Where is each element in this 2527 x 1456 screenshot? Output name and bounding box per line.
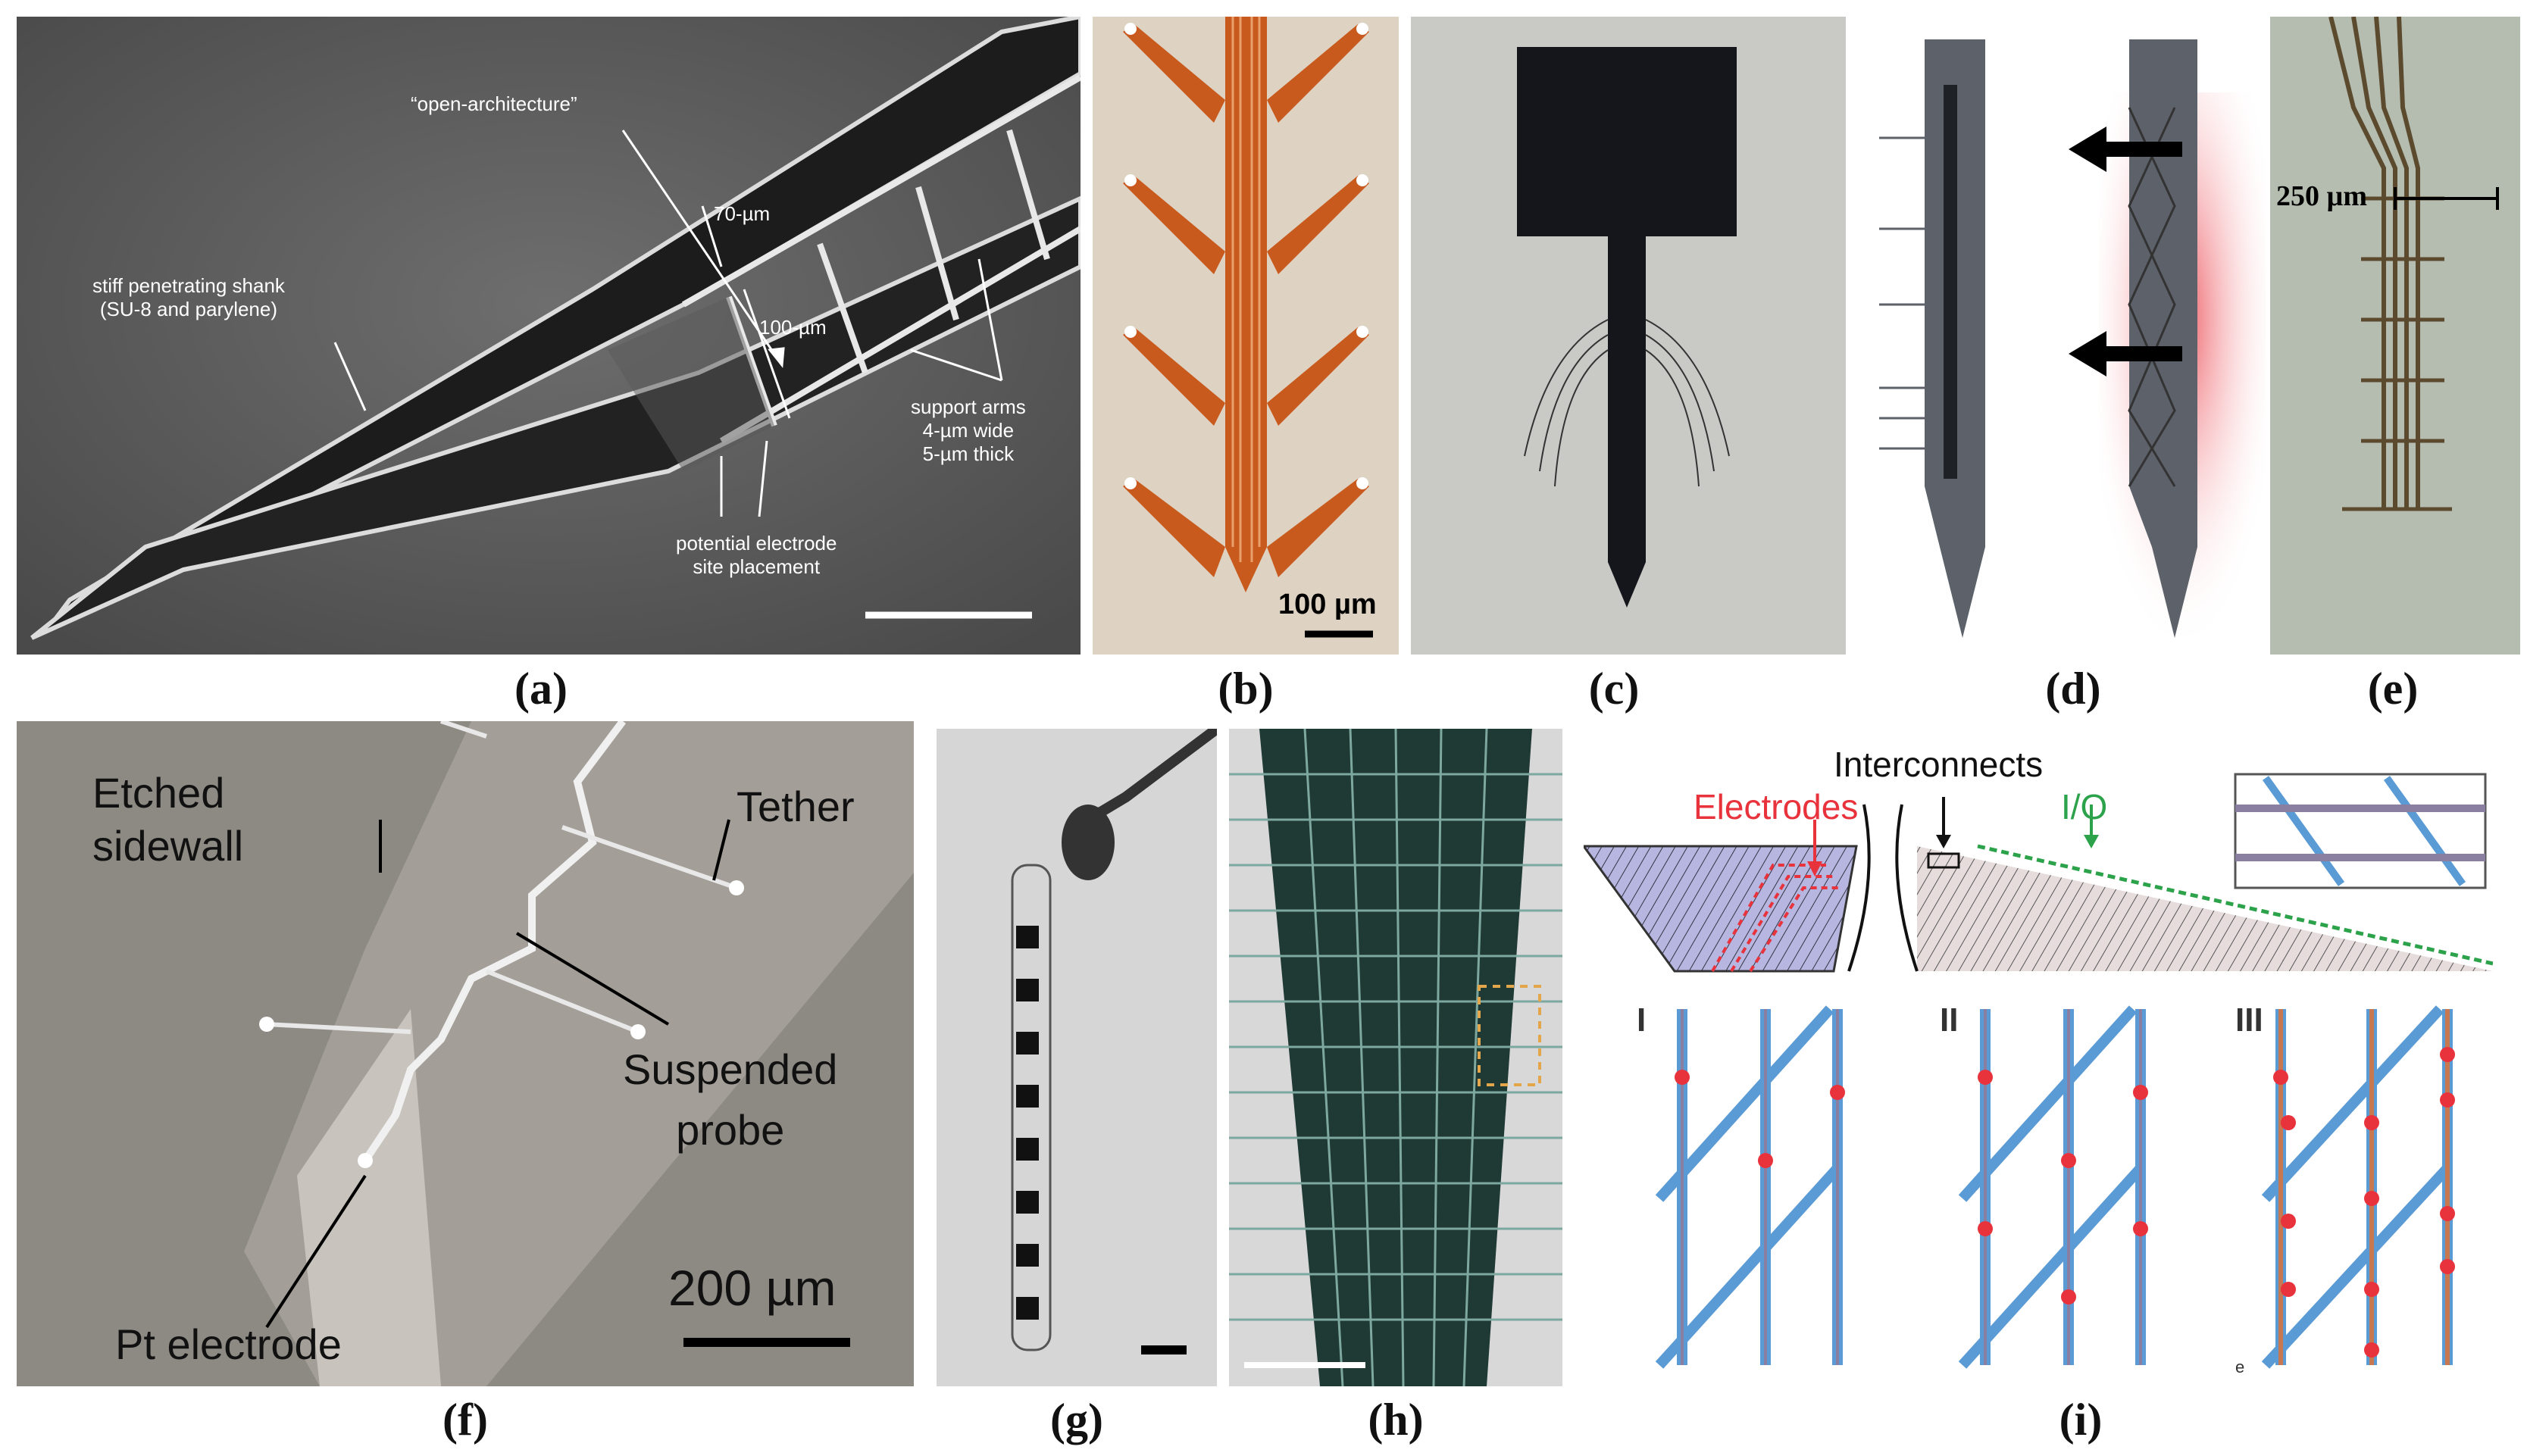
panel-d-diagram [1879,17,2266,655]
corner-mark: e [2235,1358,2245,1376]
shank-label-line1: stiff penetrating shank [92,274,285,297]
support-arms-line2: 4-µm wide [922,419,1015,442]
caption-b: (b) [1218,664,1274,714]
tether-label: Tether [737,783,855,830]
panel-b-probe-image: 100 µm [1093,17,1399,655]
variant-i-label: I [1637,1001,1647,1039]
shank-label: stiff penetrating shank (SU-8 and paryle… [92,274,285,321]
shank-label-line2: (SU-8 and parylene) [99,298,278,320]
panel-c-probe-image [1411,17,1846,655]
etched-sidewall-line1: Etched [92,769,225,817]
electrode-site-line1: potential electrode [676,532,837,555]
caption-g: (g) [1050,1395,1103,1445]
panel-a-sem-image: “open-architecture” 70-µm 100-µm stiff p… [17,17,1081,655]
electrodes-label: Electrodes [1694,787,1859,826]
suspended-probe-line2: probe [676,1106,785,1154]
interconnects-label: Interconnects [1834,745,2044,784]
variant-iii-label: III [2235,1001,2263,1039]
etched-sidewall-label: Etched sidewall [92,767,243,873]
variant-ii-label: II [1940,1001,1959,1039]
panel-g-photo [937,729,1217,1386]
scale-label-e: 250 µm [2276,180,2368,212]
caption-h: (h) [1368,1395,1424,1445]
support-arms-line3: 5-µm thick [922,442,1015,465]
panel-h-photo [1229,729,1562,1386]
io-label: I/O [2061,787,2108,826]
electrode-site-line2: site placement [693,555,821,578]
caption-e: (e) [2367,664,2419,714]
caption-a: (a) [514,664,568,714]
panel-i-diagram: Interconnects Electrodes I/O I II III e [1584,729,2493,1386]
caption-c: (c) [1588,664,1640,714]
electrode-site-label: potential electrode site placement [676,532,837,579]
scale-label-b: 100 µm [1278,589,1377,620]
pt-electrode-label: Pt electrode [115,1320,342,1368]
support-arms-line1: support arms [911,395,1026,418]
suspended-probe-line1: Suspended [623,1045,838,1093]
panel-f-sem-image: Etched sidewall Tether Suspended probe 2… [17,721,914,1386]
open-architecture-label: “open-architecture” [411,92,577,115]
caption-d: (d) [2045,664,2101,714]
etched-sidewall-line2: sidewall [92,822,244,870]
dim-100-label: 100-µm [759,316,827,339]
scale-label-f: 200 µm [668,1260,837,1316]
panel-e-photo: 250 µm [2270,17,2520,655]
caption-i: (i) [2059,1395,2103,1445]
suspended-probe-label: Suspended probe [623,1039,837,1161]
caption-f: (f) [443,1395,488,1445]
support-arms-label: support arms 4-µm wide 5-µm thick [911,395,1026,466]
dim-70-label: 70-µm [714,202,771,225]
